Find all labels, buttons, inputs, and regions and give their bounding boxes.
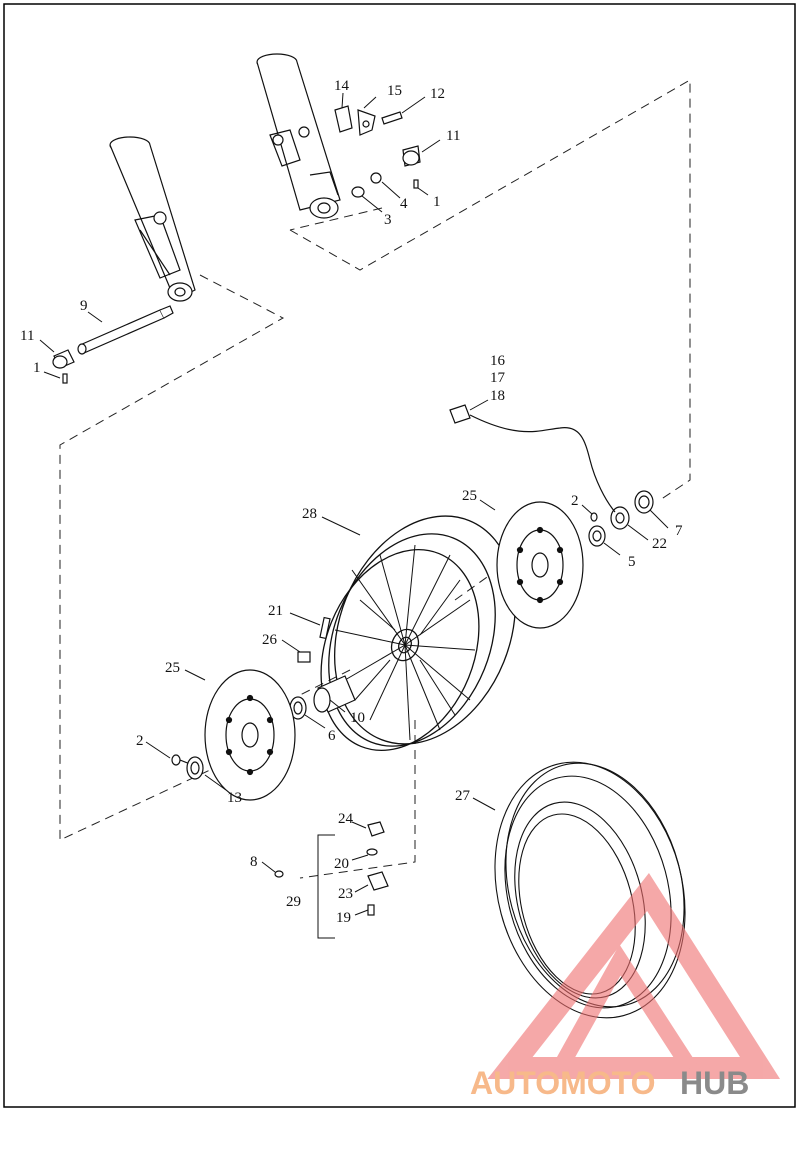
right-fork-slider xyxy=(256,53,341,219)
right-hub-hardware xyxy=(588,490,654,547)
callout-2-right: 2 xyxy=(571,493,579,509)
callout-25-left: 25 xyxy=(165,660,180,676)
callout-13: 13 xyxy=(227,790,242,806)
callout-5: 5 xyxy=(628,554,636,570)
callout-28: 28 xyxy=(302,506,317,522)
right-brake-rotor xyxy=(496,501,584,629)
callout-29: 29 xyxy=(286,894,301,910)
callout-14: 14 xyxy=(334,78,350,94)
automotohub-wordmark: AUTOMOTO HUB xyxy=(470,1065,749,1101)
callout-11-left: 11 xyxy=(20,328,34,344)
callout-3: 3 xyxy=(384,212,392,228)
callout-26: 26 xyxy=(262,632,278,648)
callout-25-right: 25 xyxy=(462,488,477,504)
callout-2-left: 2 xyxy=(136,733,144,749)
clamp-hardware xyxy=(334,105,421,198)
tpms-valve-stem-parts xyxy=(274,821,389,916)
front-axle xyxy=(77,305,174,355)
callout-27: 27 xyxy=(455,788,471,804)
callout-11: 11 xyxy=(446,128,460,144)
left-brake-rotor xyxy=(204,669,296,801)
left-fork-slider xyxy=(109,136,196,302)
cast-wheel xyxy=(320,515,517,751)
logo-inner-mark-icon xyxy=(553,944,697,1073)
callout-24: 24 xyxy=(338,811,354,827)
callout-17: 17 xyxy=(490,370,506,386)
callout-22: 22 xyxy=(652,536,667,552)
wordmark-automoto: AUTOMOTO xyxy=(470,1065,655,1101)
diagram-border xyxy=(3,3,796,1108)
callout-15: 15 xyxy=(387,83,402,99)
wheel-spacer-and-bearing xyxy=(289,616,356,720)
callout-1: 1 xyxy=(433,194,441,210)
callout-1-left: 1 xyxy=(33,360,41,376)
assembly-guide-lines xyxy=(59,79,691,879)
logo-triangle-icon xyxy=(487,872,781,1079)
callout-labels: 14 15 12 11 4 1 3 9 11 1 16 17 18 25 2 2… xyxy=(20,78,683,926)
automotohub-logo xyxy=(487,872,781,1079)
wordmark-hub: HUB xyxy=(680,1065,749,1101)
callout-12: 12 xyxy=(430,86,445,102)
callout-20: 20 xyxy=(334,856,349,872)
front-tire xyxy=(494,761,686,1019)
kit-bracket xyxy=(317,834,335,939)
callout-4: 4 xyxy=(400,196,408,212)
callout-16: 16 xyxy=(490,353,506,369)
wheel-speed-sensor-cable xyxy=(449,404,616,513)
callout-19: 19 xyxy=(336,910,351,926)
left-spacer-and-screw xyxy=(52,349,75,384)
callout-21: 21 xyxy=(268,603,283,619)
callout-18: 18 xyxy=(490,388,505,404)
callout-9: 9 xyxy=(80,298,88,314)
callout-8: 8 xyxy=(250,854,258,870)
callout-23: 23 xyxy=(338,886,353,902)
left-rotor-hardware xyxy=(171,754,204,780)
callout-10: 10 xyxy=(350,710,365,726)
callout-7: 7 xyxy=(675,523,683,539)
callout-leader-lines xyxy=(39,92,669,916)
callout-6: 6 xyxy=(328,728,336,744)
